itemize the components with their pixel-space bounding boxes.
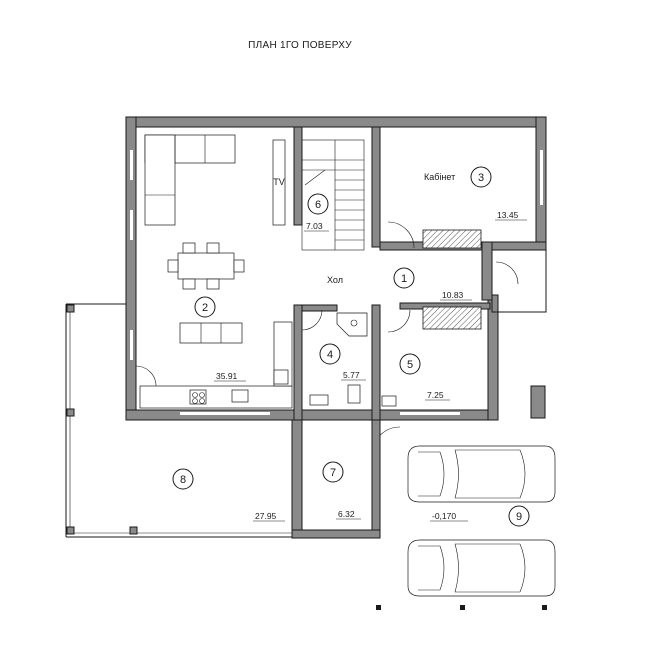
room-2-number: 2 — [202, 302, 208, 314]
glass-panel — [422, 306, 482, 330]
car — [407, 445, 556, 503]
room-8-area: 27.95 — [255, 511, 277, 521]
room-3-number: 3 — [478, 172, 484, 184]
room-5-number: 5 — [407, 359, 413, 371]
living-room-furniture: TV — [139, 134, 293, 409]
level-mark: -0,170 — [432, 511, 456, 521]
interior-walls — [293, 126, 547, 421]
room-1-number: 1 — [401, 273, 407, 285]
room-7-number: 7 — [330, 467, 336, 479]
room-3-name: Кабінет — [424, 172, 455, 182]
room-5-area: 7.25 — [427, 390, 444, 400]
bathroom-fixtures — [309, 312, 368, 406]
kitchen-counter — [139, 385, 293, 409]
entrance-porch — [491, 249, 547, 313]
room-2-area: 35.91 — [216, 371, 238, 381]
room-6-number: 6 — [315, 199, 321, 211]
plan-title: ПЛАН 1ГО ПОВЕРХУ — [248, 40, 352, 51]
room-4-area: 5.77 — [343, 370, 360, 380]
room-1-name: Хол — [327, 275, 343, 285]
tv-label: TV — [273, 177, 285, 187]
room-6-area: 7.03 — [306, 221, 323, 231]
room-4-number: 4 — [327, 349, 333, 361]
outer-walls — [125, 116, 547, 421]
staircase — [301, 139, 365, 251]
dining-table — [177, 252, 235, 280]
car — [407, 539, 556, 597]
room-8-number: 8 — [180, 474, 186, 486]
column — [530, 385, 546, 419]
terrace — [65, 303, 292, 538]
glass-panel — [422, 229, 482, 249]
tv-unit — [272, 139, 286, 226]
room-7-area: 6.32 — [338, 509, 355, 519]
room-3-area: 13.45 — [497, 210, 519, 220]
hall-bench — [381, 395, 397, 407]
room-9-number: 9 — [516, 511, 522, 523]
room-1-area: 10.83 — [442, 290, 464, 300]
